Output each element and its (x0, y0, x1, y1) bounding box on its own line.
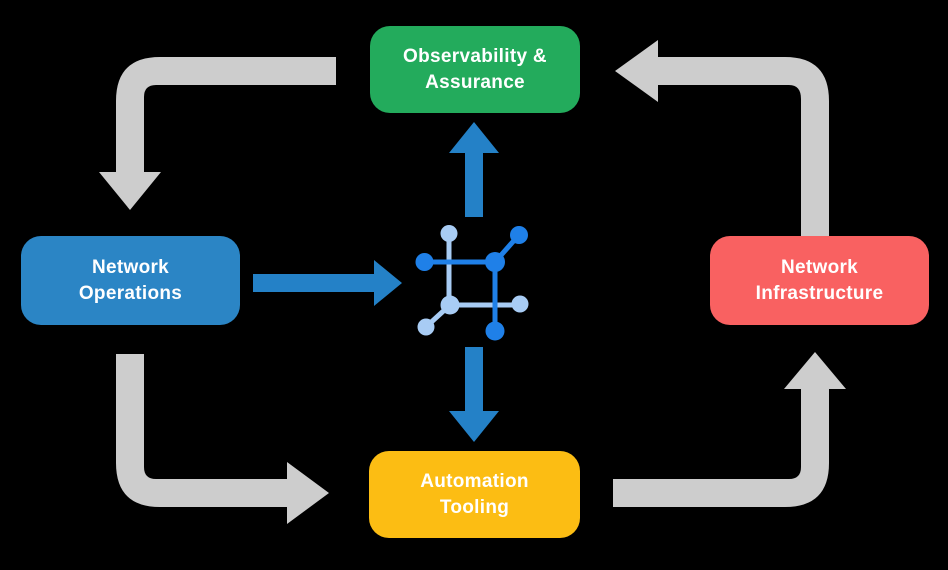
node-observability-assurance: Observability & Assurance (370, 26, 580, 113)
arrow-operations-to-center (253, 260, 402, 306)
arrow-observability-to-operations (99, 57, 336, 210)
node-label-line: Network (91, 256, 170, 278)
arrow-operations-to-automation (116, 354, 329, 524)
node-network-operations: Network Operations (21, 236, 240, 325)
mesh-light-nodes (417, 225, 529, 336)
arrow-infrastructure-to-observability (615, 40, 829, 236)
cycle-arrows (99, 40, 846, 524)
node-network-infrastructure: Network Infrastructure (710, 236, 929, 325)
node-label-line: Operations (78, 282, 183, 304)
network-mesh-icon (415, 225, 529, 341)
arrow-center-to-automation (449, 347, 499, 442)
mesh-dark-nodes (415, 226, 528, 341)
node-label-line: Network (780, 256, 859, 278)
node-label-line: Observability & (403, 45, 547, 67)
arrow-automation-to-infrastructure (613, 352, 846, 507)
node-label-line: Assurance (425, 71, 525, 93)
node-label-line: Infrastructure (755, 282, 884, 304)
arrow-center-to-observability (449, 122, 499, 217)
node-label-line: Tooling (439, 496, 510, 518)
center-arrows (253, 122, 499, 442)
node-automation-tooling: Automation Tooling (369, 451, 580, 538)
node-label-line: Automation (420, 470, 529, 492)
